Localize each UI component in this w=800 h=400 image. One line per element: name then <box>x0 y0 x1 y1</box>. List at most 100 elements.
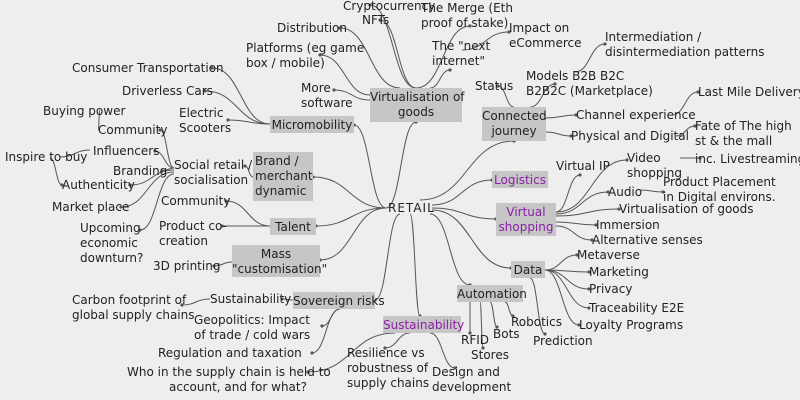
node-carbon-footprint[interactable]: Carbon footprint of global supply chains <box>72 293 195 322</box>
node-more-software[interactable]: More software <box>301 81 353 110</box>
line-downturn-end <box>138 228 142 232</box>
node-distribution[interactable]: Distribution <box>277 21 348 35</box>
node-robotics[interactable]: Robotics <box>511 315 562 329</box>
line-market-place-end <box>119 205 123 209</box>
node-authenticity[interactable]: Authenticity <box>62 178 135 192</box>
line-talent-cocreation-end <box>220 224 224 228</box>
node-mass-customisation[interactable]: Mass "customisation" <box>232 245 328 277</box>
line-last-mile <box>671 91 699 116</box>
line-virtual-ip-end <box>578 173 582 177</box>
line-center-data <box>431 209 512 269</box>
node-virtual-ip[interactable]: Virtual IP <box>556 159 610 173</box>
node-video-shopping[interactable]: Video shopping <box>627 151 682 180</box>
node-bots[interactable]: Bots <box>493 327 520 341</box>
node-status[interactable]: Status <box>475 79 514 93</box>
line-center-mass <box>319 207 387 261</box>
node-geopolitics[interactable]: Geopolitics: Impact of trade / cold wars <box>194 313 311 342</box>
line-high-street <box>675 125 696 137</box>
node-product-co-creation[interactable]: Product co- creation <box>159 219 227 248</box>
line-community-end <box>158 128 162 132</box>
line-models <box>529 83 556 108</box>
node-community-brand[interactable]: Community <box>98 123 168 137</box>
node-alternative-senses[interactable]: Alternative senses <box>592 233 703 247</box>
line-rfid-end <box>468 331 472 335</box>
line-merge-end <box>468 24 472 28</box>
node-prediction[interactable]: Prediction <box>533 334 593 348</box>
line-platforms-end <box>318 53 322 57</box>
node-physical-and-digital[interactable]: Physical and Digital <box>571 129 689 143</box>
node-buying-power[interactable]: Buying power <box>43 104 126 118</box>
line-immersion-end <box>594 223 598 227</box>
node-sovereign-risks[interactable]: Sovereign risks <box>293 292 385 309</box>
node-sustainability-sub[interactable]: Sustainability <box>210 292 292 306</box>
node-social-retail[interactable]: Social retail / socialisation <box>174 158 253 187</box>
line-robotics <box>504 301 514 317</box>
node-3d-printing[interactable]: 3D printing <box>153 259 221 273</box>
node-brand-merchant-dynamic[interactable]: Brand / merchant dynamic <box>253 152 313 201</box>
node-driverless-cars[interactable]: Driverless Cars <box>122 84 213 98</box>
node-last-mile-delivery[interactable]: Last Mile Delivery <box>698 85 800 99</box>
node-platforms[interactable]: Platforms (eg game box / mobile) <box>246 41 365 70</box>
node-who-held-to-account[interactable]: Who in the supply chain is held to accou… <box>127 365 331 394</box>
node-high-street-mall[interactable]: Fate of The high st & the mall <box>695 119 792 148</box>
node-data[interactable]: Data <box>511 261 545 278</box>
line-who-held <box>307 332 396 373</box>
line-authenticity-end <box>128 183 132 187</box>
node-design-development[interactable]: Design and development <box>432 365 512 394</box>
central-topic[interactable]: RETAIL <box>388 201 435 215</box>
line-center-logistics <box>431 179 493 206</box>
node-business-models[interactable]: Models B2B B2C B2B2C (Marketplace) <box>526 69 653 98</box>
node-influencers[interactable]: Influencers <box>93 144 160 158</box>
node-immersion[interactable]: Immersion <box>596 218 660 232</box>
node-privacy[interactable]: Privacy <box>589 282 633 296</box>
node-audio[interactable]: Audio <box>608 185 643 199</box>
node-rfid[interactable]: RFID <box>461 333 490 347</box>
line-talent-community-end <box>224 199 228 203</box>
node-cryptocurrency[interactable]: Cryptocurrency <box>343 0 436 13</box>
node-virtualisation-of-goods[interactable]: Virtualisation of goods <box>370 88 465 122</box>
node-community-talent[interactable]: Community <box>161 194 231 208</box>
line-carbon-end <box>180 303 184 307</box>
node-livestreaming[interactable]: inc. Livestreaming? <box>695 152 800 166</box>
node-resilience-vs-robustness[interactable]: Resilience vs robustness of supply chain… <box>347 346 430 390</box>
node-logistics[interactable]: Logistics <box>492 171 548 188</box>
node-economic-downturn[interactable]: Upcoming economic downturn? <box>80 221 144 265</box>
node-stores[interactable]: Stores <box>471 348 509 362</box>
line-high-street-end <box>693 124 697 128</box>
node-virtualisation-of-goods-vs[interactable]: Virtualisation of goods <box>619 202 754 216</box>
line-livestreaming-end <box>698 156 702 160</box>
line-virtualisation-goods-end <box>617 207 621 211</box>
node-product-placement[interactable]: Product Placement in Digital environs. <box>663 175 776 204</box>
node-loyalty-programs[interactable]: Loyalty Programs <box>579 318 684 332</box>
node-inspire-to-buy[interactable]: Inspire to buy <box>5 150 88 164</box>
node-automation[interactable]: Automation <box>457 285 527 302</box>
line-intermediation <box>574 43 606 73</box>
line-last-mile-end <box>696 90 700 94</box>
node-traceability[interactable]: Traceability E2E <box>589 301 685 315</box>
node-talent[interactable]: Talent <box>270 218 316 235</box>
node-electric-scooters[interactable]: Electric Scooters <box>179 106 232 135</box>
line-3d-printing <box>213 261 233 267</box>
node-connected-journey[interactable]: Connected journey <box>482 107 547 141</box>
node-next-internet[interactable]: The "next internet" <box>432 39 491 68</box>
node-regulation-taxation[interactable]: Regulation and taxation <box>158 346 302 360</box>
node-consumer-transportation[interactable]: Consumer Transportation <box>72 61 224 75</box>
line-center-virtual-shopping <box>431 207 497 220</box>
line-virtualisation-goods <box>555 208 620 217</box>
node-the-merge[interactable]: The Merge (Eth proof of stake) <box>421 1 513 30</box>
node-metaverse[interactable]: Metaverse <box>577 248 640 262</box>
line-privacy-end <box>587 287 591 291</box>
node-virtual-shopping[interactable]: Virtual shopping <box>496 203 556 236</box>
node-impact-on-ecommerce[interactable]: Impact on eCommerce <box>509 21 582 50</box>
node-branding[interactable]: Branding <box>113 164 168 178</box>
node-nfts[interactable]: NFTs <box>362 13 390 27</box>
line-audio-end <box>606 190 610 194</box>
node-micromobility[interactable]: Micromobility <box>270 116 354 133</box>
line-metaverse <box>544 254 578 271</box>
node-channel-experience[interactable]: Channel experience <box>576 108 696 122</box>
node-intermediation[interactable]: Intermediation / disintermediation patte… <box>605 30 765 59</box>
node-sustainability[interactable]: Sustainability <box>383 316 465 333</box>
node-market-place[interactable]: Market place <box>52 200 130 214</box>
node-marketing[interactable]: Marketing <box>589 265 649 279</box>
line-market-place <box>120 171 175 208</box>
